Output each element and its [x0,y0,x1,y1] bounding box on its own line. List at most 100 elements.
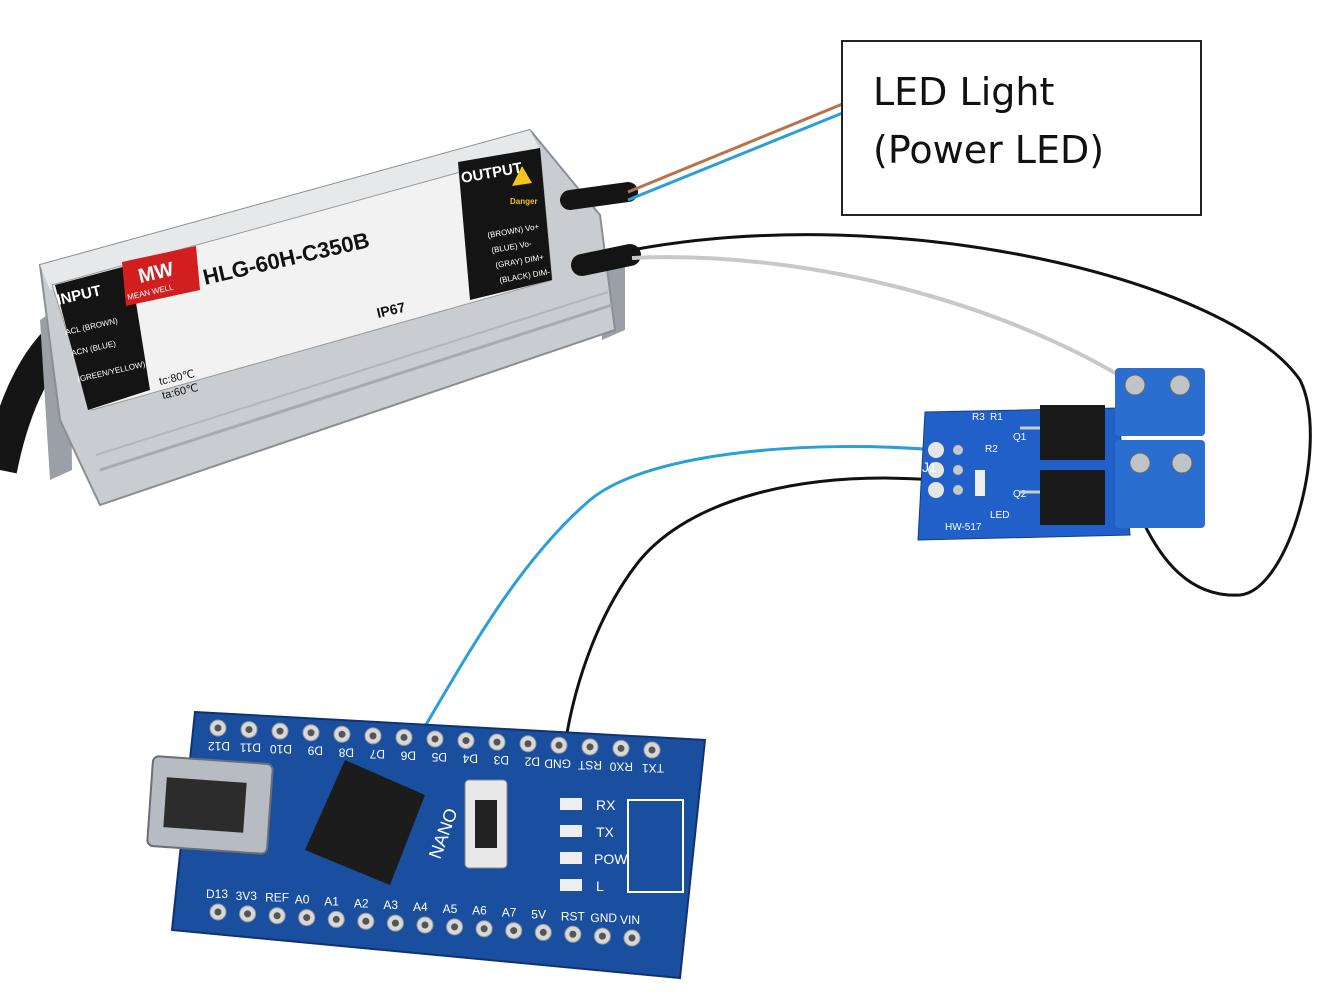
bottom-pin-label-1: 3V3 [236,889,258,903]
top-pin-label-9: D3 [493,753,509,767]
j1-hole-1 [928,442,944,458]
top-pin-center-6 [400,733,408,741]
led-light-callout: LED Light (Power LED) [841,40,1202,216]
danger-icon [512,166,532,186]
label-r3: R3 [972,412,985,423]
top-pin-label-4: D8 [338,745,354,759]
top-pin-label-13: RX0 [609,759,633,773]
driver-top-edge [40,130,540,290]
top-pin-center-8 [462,737,470,745]
led-rx [560,798,582,810]
top-pin-label-2: D10 [270,742,292,756]
bottom-pin-label-8: A5 [443,902,458,916]
top-pin-center-0 [214,724,222,732]
rib-1 [99,303,613,472]
bottom-pin-label-5: A2 [354,896,369,910]
atmega-chip [305,760,425,885]
led-pow-label: POW [594,851,628,867]
label-r1: R1 [990,412,1003,423]
ip-rating: IP67 [375,299,407,321]
bottom-pin-label-13: GND [590,911,617,925]
wire-black-gnd [563,476,936,746]
bottom-pin-label-14: VIN [620,913,640,927]
top-pin-label-7: D5 [431,750,447,764]
reset-button-cap[interactable] [475,800,497,848]
top-pin-center-3 [307,729,315,737]
top-pin-center-4 [338,730,346,738]
label-led: LED [990,510,1009,521]
label-j1: J1 [922,459,937,475]
pad-1 [953,445,963,455]
led-rx-label: RX [596,797,616,813]
bottom-pin-center-10 [510,927,518,935]
led-driver: MW MEAN WELL HLG-60H-C350B INPUT OUTPUT … [0,128,641,507]
callout-line-2: (Power LED) [873,128,1105,172]
usb-port [163,777,247,833]
top-pin-center-2 [276,727,284,735]
top-pin-label-10: D2 [524,755,540,769]
top-pin-label-14: TX1 [642,761,664,775]
led-l-label: L [596,878,604,894]
bottom-pin-center-0 [214,908,222,916]
bottom-pin-label-7: A4 [413,900,428,914]
bottom-pin-center-3 [303,914,311,922]
bottom-pin-label-12: RST [561,909,586,923]
top-pin-center-1 [245,726,253,734]
callout-line-1: LED Light [873,70,1055,114]
mosfet-q2 [1040,470,1105,525]
bottom-pin-center-12 [569,930,577,938]
top-pin-center-11 [555,741,563,749]
bottom-pin-label-3: A0 [295,893,310,907]
meanwell-logo [122,246,200,306]
top-pin-center-9 [493,738,501,746]
module-name: HW-517 [945,522,982,533]
screw-4 [1171,452,1193,474]
smd-led [975,470,985,496]
label-q1: Q1 [1013,432,1027,443]
output-block [458,148,552,300]
bottom-pin-label-4: A1 [324,894,339,908]
top-pin-center-12 [586,743,594,751]
bottom-pin-label-6: A3 [383,898,398,912]
bottom-pin-label-9: A6 [472,904,487,918]
wire-brown [627,101,846,194]
screw-1 [1124,374,1146,396]
top-pin-center-14 [648,746,656,754]
top-pin-label-12: RST [577,758,602,772]
mosfet-q1 [1040,405,1105,460]
danger-label: Danger [510,197,538,206]
bottom-pin-label-0: D13 [206,887,228,901]
wire-blue-led [627,110,846,202]
j1-hole-3 [928,482,944,498]
bottom-pin-center-11 [539,928,547,936]
rib-2 [95,291,609,456]
bottom-pin-center-4 [332,915,340,923]
bottom-pin-center-8 [451,923,459,931]
screw-3 [1129,452,1151,474]
wire-gray [631,255,1137,387]
bottom-pin-center-2 [273,912,281,920]
top-pin-center-10 [524,740,532,748]
top-pin-label-11: GND [544,756,571,770]
top-pin-label-8: D4 [462,752,478,766]
led-l [560,879,582,891]
top-pin-label-0: D12 [208,739,230,753]
bottom-pin-center-13 [598,932,606,940]
pad-2 [953,465,963,475]
bottom-pin-center-7 [421,921,429,929]
terminal-block-bottom [1115,440,1205,528]
top-pin-label-3: D9 [307,744,323,758]
led-tx-label: TX [596,824,615,840]
led-pow [560,852,582,864]
label-q2: Q2 [1013,489,1027,500]
label-r2: R2 [985,444,998,455]
top-pin-label-5: D7 [369,747,385,761]
pad-3 [953,485,963,495]
bottom-pin-center-6 [391,919,399,927]
status-leds: RX TX POW L [560,797,628,894]
bottom-pin-center-1 [244,910,252,918]
